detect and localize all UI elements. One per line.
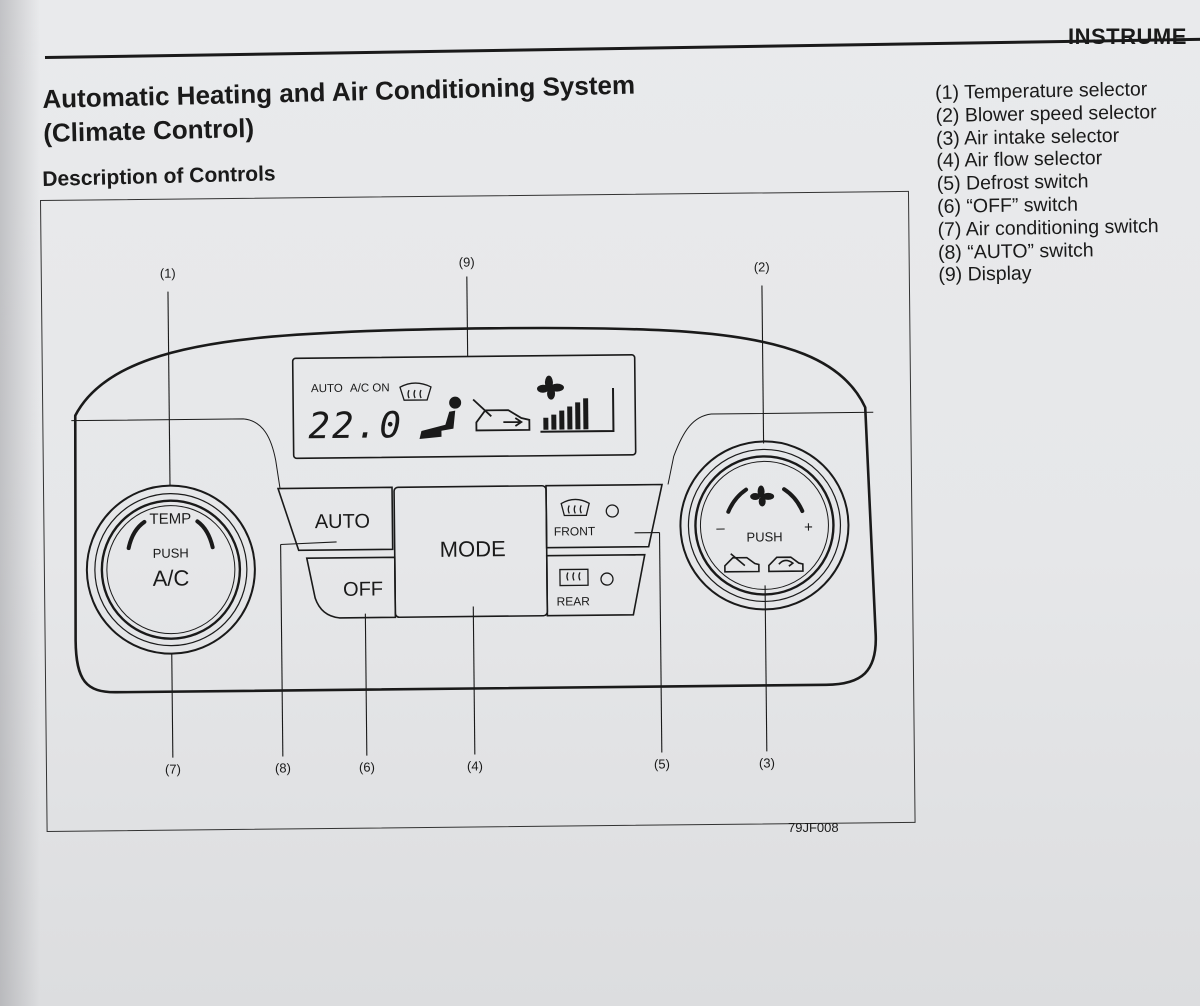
recirculation-intake-icon [768,556,804,573]
callout-legend: (1) Temperature selector (2) Blower spee… [935,78,1160,287]
mode-button[interactable] [393,484,549,619]
figure-frame: AUTO A/C ON 22.0 TEMP PUSH A/C [40,190,916,832]
rear-defrost-icon [559,568,589,587]
display-fan-level-bars [543,398,589,430]
display-screen [291,354,637,460]
rear-defrost-button[interactable] [545,553,646,617]
header-rule [44,37,1200,59]
blower-minus-label: – [716,520,725,537]
callout-6: (6) [359,760,375,775]
display-car-airflow-icon [472,398,531,432]
panel-inner-line [667,411,874,485]
callout-3: (3) [759,755,775,770]
legend-item: (2) Blower speed selector [935,100,1157,127]
display-auto-indicator: AUTO [311,383,343,395]
panel-inner-line [71,418,281,489]
display-ac-indicator: A/C ON [350,382,390,394]
figure-code: 79JF008 [788,820,839,835]
callout-7: (7) [165,762,181,777]
callout-leader-lines [167,276,768,758]
callout-4: (4) [467,758,483,773]
temp-knob-label: TEMP [149,510,191,527]
air-conditioning-switch-label: A/C [152,565,189,590]
panel-outline [73,326,878,694]
section-title: Automatic Heating and Air Conditioning S… [42,68,636,150]
off-button-label: OFF [343,578,383,600]
rear-defrost-label: REAR [556,594,590,608]
temperature-knob[interactable] [85,484,256,655]
blower-speed-knob[interactable] [679,440,850,611]
temp-cool-arc-icon [126,519,147,551]
front-defrost-button[interactable] [545,483,664,549]
display-temperature: 22.0 [308,405,403,447]
display-defrost-icon [399,382,432,401]
temp-knob-push-label: PUSH [153,545,189,560]
display-seated-person-icon [419,396,462,440]
front-defrost-icon [560,498,590,517]
callout-8: (8) [275,760,291,775]
subsection-title: Description of Controls [42,162,276,191]
temp-warm-arc-icon [195,519,215,550]
auto-button[interactable] [276,486,394,552]
blower-push-label: PUSH [746,529,782,544]
running-header: INSTRUME [1068,24,1187,49]
front-defrost-indicator-light [605,504,619,518]
climate-control-diagram: AUTO A/C ON 22.0 TEMP PUSH A/C [71,254,878,777]
page-edge-shadow [0,0,40,1006]
legend-item: (9) Display [938,262,1032,287]
mode-button-label: MODE [440,536,506,562]
fresh-air-intake-icon [724,553,760,573]
display-fan-scale-outline [540,387,615,433]
callout-9: (9) [459,254,475,269]
display-fan-icon [537,375,564,400]
blower-fan-icon [750,485,775,507]
auto-button-label: AUTO [315,511,370,534]
blower-low-arc-icon [726,487,749,514]
callout-5: (5) [654,756,670,771]
callout-2: (2) [754,259,770,274]
blower-high-arc-icon [782,487,805,514]
legend-item: (7) Air conditioning switch [937,214,1159,241]
front-defrost-label: FRONT [554,524,596,538]
rear-defrost-indicator-light [600,572,614,586]
blower-plus-label: + [804,519,813,536]
off-button[interactable] [305,556,397,619]
callout-1: (1) [160,266,176,281]
